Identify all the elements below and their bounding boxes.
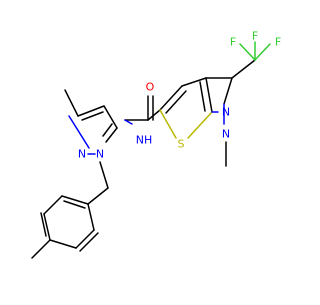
bond-c3a-c4 xyxy=(181,77,207,87)
bond-c5-carbonyl xyxy=(147,109,161,121)
fluorine-bonds xyxy=(239,41,271,61)
bond-c3a-c6a xyxy=(205,77,213,113)
bond-ring-3 xyxy=(49,239,77,249)
bond-c3p-methyl xyxy=(64,89,79,117)
bond-ring-2-double xyxy=(79,232,99,252)
bond-c4-c5 xyxy=(159,85,183,111)
bond-n2p-c3p xyxy=(68,115,90,149)
bond-c5-s xyxy=(159,109,177,139)
bond-s-c6a xyxy=(187,111,213,139)
bond-c-f2 xyxy=(239,43,256,61)
bond-ring-4-double xyxy=(40,212,47,237)
sulfur-bonds xyxy=(159,109,213,139)
nitrogen-label-pz1-left: N xyxy=(78,148,86,161)
bond-ring-methyl xyxy=(31,239,51,259)
bond-ch2-ring xyxy=(87,187,109,205)
oxygen-label: O xyxy=(146,81,155,94)
fluorine-label-1: F xyxy=(252,30,258,43)
sulfur-label: S xyxy=(178,138,185,151)
background xyxy=(0,0,300,300)
bond-ring-6-double xyxy=(63,200,86,209)
bond-n1p-ch2 xyxy=(99,161,109,189)
nitrogen-bonds xyxy=(68,103,225,155)
bond-nh-link xyxy=(124,119,133,125)
fluorine-label-3: F xyxy=(275,36,281,49)
fluorine-label-2: F xyxy=(230,36,236,49)
bond-c-f3 xyxy=(254,43,271,61)
nh-label: NH xyxy=(136,134,153,147)
nitrogen-label-pz2-top: N xyxy=(222,106,230,119)
nitrogen-label-pz1-right: N xyxy=(96,148,104,161)
bond-cf3-c3 xyxy=(231,59,256,79)
bond-ring-2 xyxy=(75,229,95,249)
molecule-structure: F F F O NH S N N N N xyxy=(0,0,300,300)
bond-ring-6 xyxy=(61,195,89,205)
molecule-canvas: F F F O NH S N N N N xyxy=(0,0,300,300)
bond-c3-n2 xyxy=(223,77,233,105)
bond-c5p-c4p xyxy=(103,105,118,129)
nitrogen-label-pz2-bottom: N xyxy=(222,128,230,141)
bond-c4p-c3p-double xyxy=(81,111,104,121)
bond-ring-5 xyxy=(43,195,63,215)
bond-c5p-n1p-double xyxy=(102,123,113,137)
carbon-bonds xyxy=(31,59,256,259)
bond-c4-c5-double xyxy=(165,90,187,114)
bond-ring-1 xyxy=(87,203,95,231)
bond-c5p-n1p xyxy=(105,127,118,143)
bond-ring-4 xyxy=(43,213,51,241)
bond-c4p-c3p xyxy=(77,105,105,117)
bond-c3a-c6a-double xyxy=(199,81,206,112)
atom-labels: F F F O NH S N N N N xyxy=(78,30,281,161)
